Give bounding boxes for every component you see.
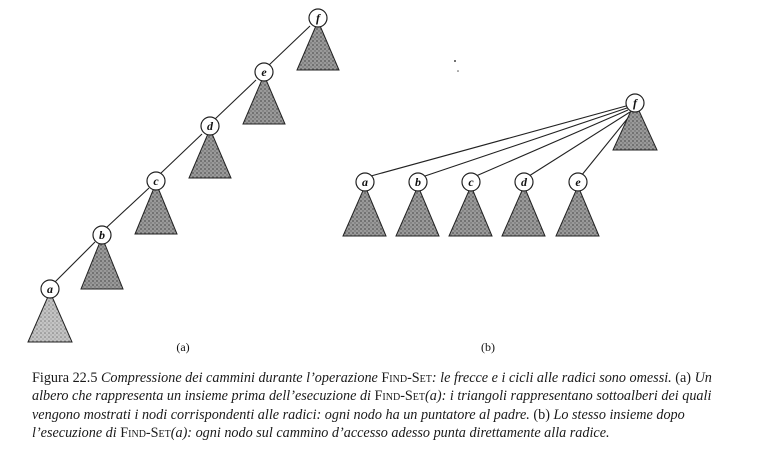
panel-b-tree: f a b c d e (b) xyxy=(342,93,658,354)
edge-d-c xyxy=(159,133,203,175)
find-set-argument: (a) xyxy=(170,425,188,442)
node-label: f xyxy=(633,96,638,110)
node-label: b xyxy=(99,228,105,242)
scan-speck xyxy=(457,70,459,72)
node-f: f xyxy=(308,8,328,28)
node-label: c xyxy=(468,175,474,189)
panel-a-tree: f e d c b a (a) xyxy=(27,8,340,354)
node-a: a xyxy=(355,172,375,192)
subtree-f xyxy=(296,19,340,71)
subtree-b xyxy=(80,235,124,290)
find-set-term: Find-Set xyxy=(374,388,426,405)
caption-text: Compressione dei cammini durante l’opera… xyxy=(100,370,378,386)
edge-c-b xyxy=(105,187,150,229)
find-set-argument: (a) xyxy=(425,388,442,405)
edge-f-c xyxy=(475,109,629,177)
subtree-c xyxy=(134,181,178,235)
edge-e-d xyxy=(213,79,257,121)
subtree-e xyxy=(242,73,286,125)
node-label: c xyxy=(153,174,159,188)
edge-b-a xyxy=(54,241,96,283)
node-label: f xyxy=(316,11,321,25)
subtree-e xyxy=(555,184,600,237)
edge-f-b xyxy=(424,107,628,177)
subtree-b xyxy=(395,184,440,237)
node-b: b xyxy=(92,225,112,245)
node-label: b xyxy=(415,175,421,189)
part-b-marker: (b) xyxy=(533,406,550,423)
subtree-c xyxy=(448,184,493,237)
subtree-f xyxy=(612,100,658,151)
panel-a-label: (a) xyxy=(176,340,189,354)
part-a-marker: (a) xyxy=(675,370,692,386)
node-b: b xyxy=(408,172,428,192)
node-e: e xyxy=(254,62,274,82)
edge-f-e xyxy=(580,112,633,177)
node-c: c xyxy=(146,171,166,191)
node-label: e xyxy=(575,175,581,189)
caption-text: Un albero che rappresenta un insieme pri… xyxy=(32,370,712,405)
caption-text: : le frecce e i cicli alle radici sono o… xyxy=(431,370,672,386)
node-label: d xyxy=(207,119,214,133)
node-f: f xyxy=(625,93,645,113)
caption-text: Lo stesso insieme dopo l’esecuzione di xyxy=(32,406,685,442)
edge-f-d xyxy=(528,111,631,177)
node-label: d xyxy=(521,175,528,189)
caption-text: : ogni nodo sul cammino d’accesso adesso… xyxy=(187,425,610,442)
figure-number: Figura 22.5 xyxy=(32,370,98,386)
node-d: d xyxy=(514,172,534,192)
node-label: a xyxy=(362,175,368,189)
node-label: e xyxy=(261,65,267,79)
edge-f-e xyxy=(267,25,311,67)
edge-f-a xyxy=(370,105,627,177)
figure-diagram: f e d c b a (a) xyxy=(27,8,658,354)
figure-caption: Figura 22.5 Compressione dei cammini dur… xyxy=(32,369,748,443)
find-set-term: Find-Set xyxy=(120,425,171,442)
node-e: e xyxy=(568,172,588,192)
node-d: d xyxy=(200,116,220,136)
node-c: c xyxy=(461,172,481,192)
subtree-a xyxy=(342,184,387,237)
subtree-d xyxy=(188,127,232,179)
subtree-a xyxy=(27,290,73,343)
subtree-d xyxy=(501,184,546,237)
node-label: a xyxy=(47,282,53,296)
panel-b-label: (b) xyxy=(481,340,495,354)
scan-speck xyxy=(454,60,456,62)
caption-text: : i triangoli rappresentano sottoalberi … xyxy=(32,388,712,423)
node-a: a xyxy=(40,279,60,299)
find-set-term: Find-Set xyxy=(381,370,432,386)
